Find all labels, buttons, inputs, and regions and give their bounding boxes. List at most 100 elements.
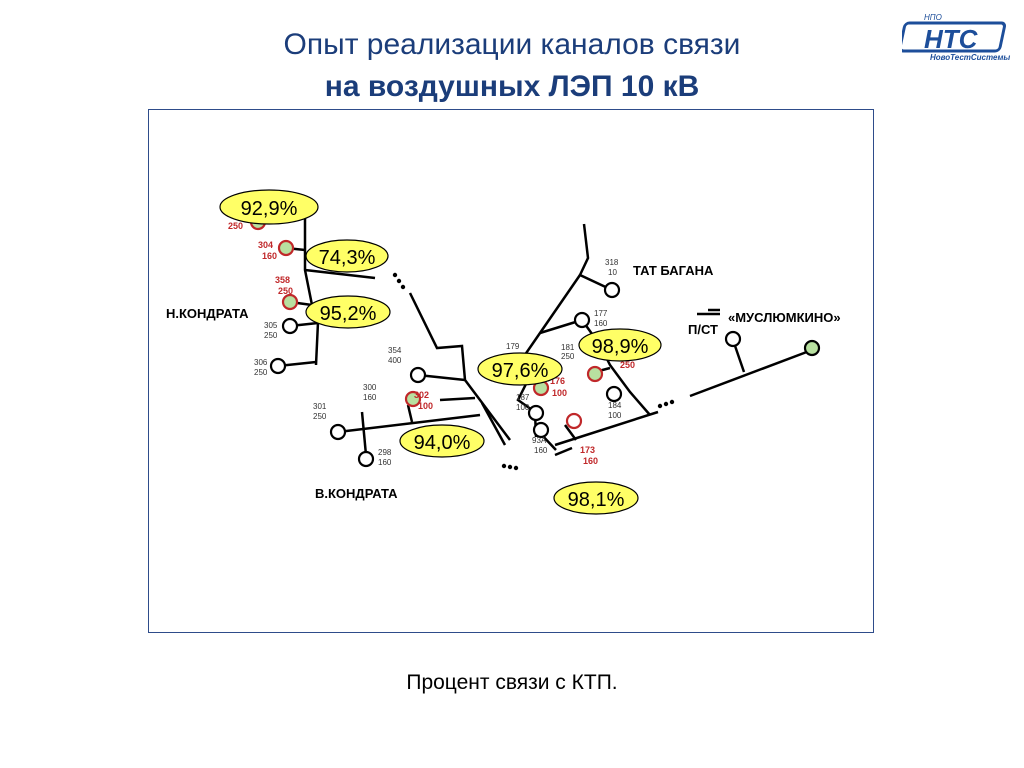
badge-976-text: 97,6% [492,360,549,382]
label-num-354: 354 [388,346,402,355]
label-kva-250: 250 [620,360,635,370]
badge-940: 94,0% [399,424,485,458]
node-muslyumkino [803,339,821,357]
label-kva-181: 250 [561,352,575,361]
label-kva-318: 10 [608,268,617,277]
place-vkondrata: В.КОНДРАТА [315,486,398,501]
percent-badges: 92,9% 74,3% 95,2% 97,6% 98,9% 94,0% 98,1… [219,189,662,515]
label-kva-93a: 160 [534,446,548,455]
label-kva-306: 250 [254,368,268,377]
badge-981-text: 98,1% [568,489,625,511]
label-num-318: 318 [605,258,619,267]
label-kva-302: 100 [418,401,433,411]
branch-300 [406,404,414,423]
badge-940-text: 94,0% [414,432,471,454]
place-muslyumkino: «МУСЛЮМКИНО» [728,310,841,325]
node-302 [404,390,422,408]
company-logo: НПО НТС НовоТестСистемы [902,13,1010,62]
node-173 [565,412,583,430]
line-to-dots-left [304,268,376,280]
label-num-305: 305 [264,321,278,330]
label-kva-176: 100 [552,388,567,398]
node-354 [409,366,427,384]
label-num-181: 181 [561,343,575,352]
label-num-177: 177 [594,309,608,318]
line-stub [554,446,573,457]
badge-743: 74,3% [305,239,389,273]
logo-top-text: НПО [924,13,942,22]
node-pst [724,330,742,348]
trunk-line-middle [408,292,511,441]
node-250 [586,365,604,383]
label-kva-354: 400 [388,356,402,365]
line-drop [480,402,507,446]
diagram-frame [148,109,874,633]
node-93a [532,421,550,439]
label-kva-300: 160 [363,393,377,402]
badge-976: 97,6% [477,352,563,386]
branch-302 [439,396,476,402]
badge-989: 98,9% [578,328,662,362]
label-num-300: 300 [363,383,377,392]
node-298 [357,450,375,468]
label-num-298: 298 [378,448,392,457]
place-pst: П/СТ [688,322,718,337]
label-kva-184: 100 [608,411,622,420]
node-184 [605,385,623,403]
node-306 [269,357,287,375]
badge-952-text: 95,2% [320,303,377,325]
label-kva-301: 250 [313,412,327,421]
label-num-93a: 93А [532,436,547,445]
badge-743-text: 74,3% [319,247,376,269]
slide-title-line2: на воздушных ЛЭП 10 кВ [324,70,700,103]
trunk-line-left [303,213,320,366]
line-muslyumkino [689,348,813,398]
label-num-306: 306 [254,358,268,367]
badge-981: 98,1% [553,481,639,515]
node-305 [281,317,299,335]
label-kva-187: 100 [516,403,530,412]
place-labels: Н.КОНДРАТА В.КОНДРАТА ТАТ БАГАНА «МУСЛЮМ… [166,263,841,501]
node-358 [281,293,299,311]
node-304 [277,239,295,257]
line-bottom-right [554,410,659,447]
label-num-358: 358 [275,275,290,285]
branch-173 [563,424,578,441]
continuation-dots [392,272,675,471]
slide-title-line1: Опыт реализации каналов связи [283,28,741,61]
label-num-302: 302 [414,390,429,400]
node-187 [527,404,545,422]
badge-929: 92,9% [219,189,319,225]
label-kva-305: 250 [264,331,278,340]
substation-nodes [249,213,821,468]
label-kva-177: 160 [594,319,608,328]
place-tat-bagana: ТАТ БАГАНА [633,263,714,278]
branch-298 [360,411,368,456]
label-num-184: 184 [608,401,622,410]
place-nkondrata: Н.КОНДРАТА [166,306,249,321]
label-kva-30: 250 [228,221,243,231]
slide-caption: Процент связи с КТП. [406,671,618,694]
label-num-187: 187 [516,393,530,402]
label-kva-358: 250 [278,286,293,296]
line-318 [578,223,613,292]
label-num-179: 179 [506,342,520,351]
logo-sub-text: НовоТестСистемы [930,53,1010,62]
label-kva-304: 160 [262,251,277,261]
node-177 [573,311,591,329]
badge-952: 95,2% [305,295,391,329]
label-num-176: 176 [550,376,565,386]
node-318 [603,281,621,299]
logo-main-text: НТС [924,24,979,54]
label-num-301: 301 [313,402,327,411]
label-num-304: 304 [258,240,273,250]
node-301 [329,423,347,441]
label-num-173: 173 [580,445,595,455]
black-station-labels: 305 250 306 250 354 400 300 160 301 250 … [254,258,622,467]
label-kva-173: 160 [583,456,598,466]
badge-929-text: 92,9% [241,198,298,220]
badge-989-text: 98,9% [592,336,649,358]
label-kva-298: 160 [378,458,392,467]
line-vkondrata [337,413,481,434]
